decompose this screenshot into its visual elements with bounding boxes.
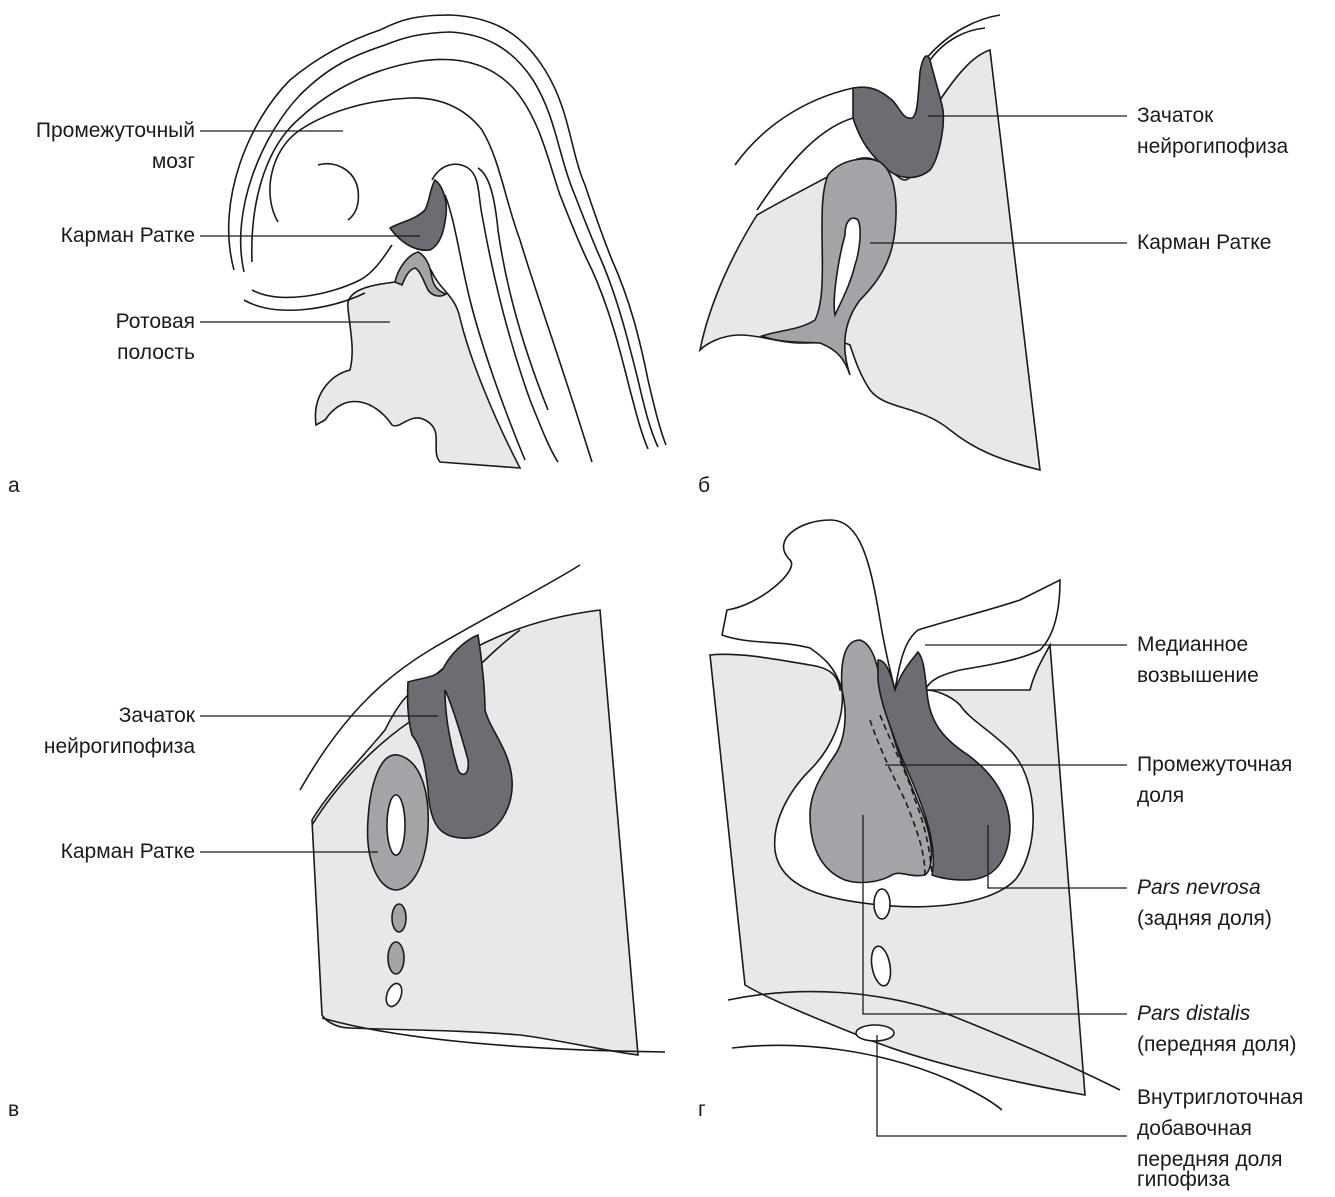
panel-d-drawing (710, 520, 1120, 1110)
upper-wall-b (930, 28, 985, 60)
label-a-rathke: Карман Ратке (61, 222, 195, 250)
label-c-neuro-2: нейрогипофиза (44, 733, 195, 761)
label-diencephalon-2: мозг (152, 148, 195, 176)
label-pharyngeal-1: Внутриглоточная (1137, 1084, 1303, 1112)
label-nervosa-1: Pars nevrosa (1137, 874, 1261, 902)
panel-letter-d: г (698, 1098, 706, 1122)
label-nervosa-2: (задняя доля) (1137, 905, 1272, 933)
panel-letter-a: а (8, 474, 20, 498)
label-b-rathke: Карман Ратке (1137, 229, 1271, 257)
panel-letter-b: б (698, 474, 710, 498)
label-intermediate-2: доля (1137, 782, 1184, 810)
remnant-2 (388, 942, 404, 974)
label-intermediate-1: Промежуточная (1137, 751, 1292, 779)
pharyngeal-remnant (856, 1025, 894, 1041)
label-distalis-2: (передняя доля) (1137, 1031, 1296, 1059)
rathke-lumen (387, 795, 405, 855)
label-oral-2: полость (117, 339, 195, 367)
label-median-1: Медианное (1137, 631, 1248, 659)
label-pharyngeal-4: гипофиза (1137, 1166, 1230, 1194)
label-c-neuro-1: Зачаток (119, 702, 195, 730)
label-median-2: возвышение (1137, 662, 1259, 690)
remnant-1 (874, 889, 890, 919)
rathke-pouch (390, 180, 446, 250)
label-b-neuro-1: Зачаток (1137, 102, 1213, 130)
label-c-rathke: Карман Ратке (61, 838, 195, 866)
label-b-neuro-2: нейрогипофиза (1137, 133, 1288, 161)
brain-fold (318, 164, 358, 220)
label-diencephalon-1: Промежуточный (36, 117, 195, 145)
remnant-1 (392, 904, 406, 932)
label-distalis-1: Pars distalis (1137, 1000, 1250, 1028)
panel-c-drawing (300, 565, 665, 1055)
panel-letter-c: в (8, 1098, 19, 1122)
label-oral-1: Ротовая (116, 308, 195, 336)
gut-line (478, 168, 548, 410)
label-pharyngeal-2: добавочная (1137, 1115, 1252, 1143)
panel-a-drawing (229, 15, 666, 468)
